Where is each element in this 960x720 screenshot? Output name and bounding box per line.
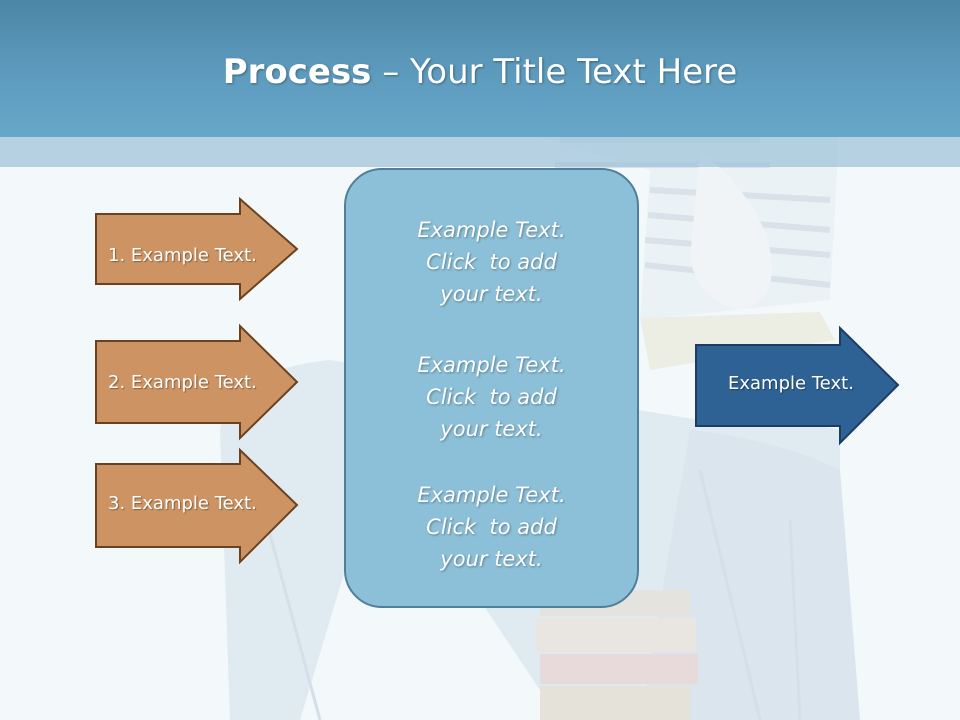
left-arrow-3-label: 3. Example Text. bbox=[108, 493, 257, 514]
right-arrow-shape-icon bbox=[95, 196, 299, 302]
slide-title[interactable]: Process – Your Title Text Here bbox=[0, 52, 960, 92]
block-1-line-1: Example Text. bbox=[417, 218, 566, 242]
center-text-block-2: Example Text. Click to add your text. bbox=[346, 349, 637, 445]
block-3-line-3: your text. bbox=[440, 547, 543, 571]
right-arrow-shape-icon bbox=[95, 323, 299, 441]
center-text-box[interactable]: Example Text. Click to add your text. Ex… bbox=[344, 168, 639, 608]
right-output-arrow-label: Example Text. bbox=[728, 373, 854, 394]
right-output-arrow[interactable]: Example Text. bbox=[695, 325, 900, 446]
title-strip bbox=[0, 137, 960, 167]
center-text-block-3: Example Text. Click to add your text. bbox=[346, 479, 637, 575]
left-arrow-2-label: 2. Example Text. bbox=[108, 372, 257, 393]
center-text-block-1: Example Text. Click to add your text. bbox=[346, 214, 637, 310]
block-3-line-1: Example Text. bbox=[417, 483, 566, 507]
block-1-line-3: your text. bbox=[440, 282, 543, 306]
title-rest: – Your Title Text Here bbox=[371, 52, 738, 92]
title-bar bbox=[0, 0, 960, 137]
right-arrow-shape-icon bbox=[695, 325, 900, 446]
block-2-line-3: your text. bbox=[440, 417, 543, 441]
block-3-line-2: Click to add bbox=[426, 515, 557, 539]
left-arrow-1-label: 1. Example Text. bbox=[108, 245, 257, 266]
right-arrow-shape-icon bbox=[95, 447, 299, 565]
block-1-line-2: Click to add bbox=[426, 250, 557, 274]
left-arrow-3[interactable]: 3. Example Text. bbox=[95, 447, 300, 565]
title-bold: Process bbox=[222, 52, 372, 92]
block-2-line-1: Example Text. bbox=[417, 353, 566, 377]
left-arrow-2[interactable]: 2. Example Text. bbox=[95, 323, 300, 441]
block-2-line-2: Click to add bbox=[426, 385, 557, 409]
left-arrow-1[interactable]: 1. Example Text. bbox=[95, 196, 300, 302]
